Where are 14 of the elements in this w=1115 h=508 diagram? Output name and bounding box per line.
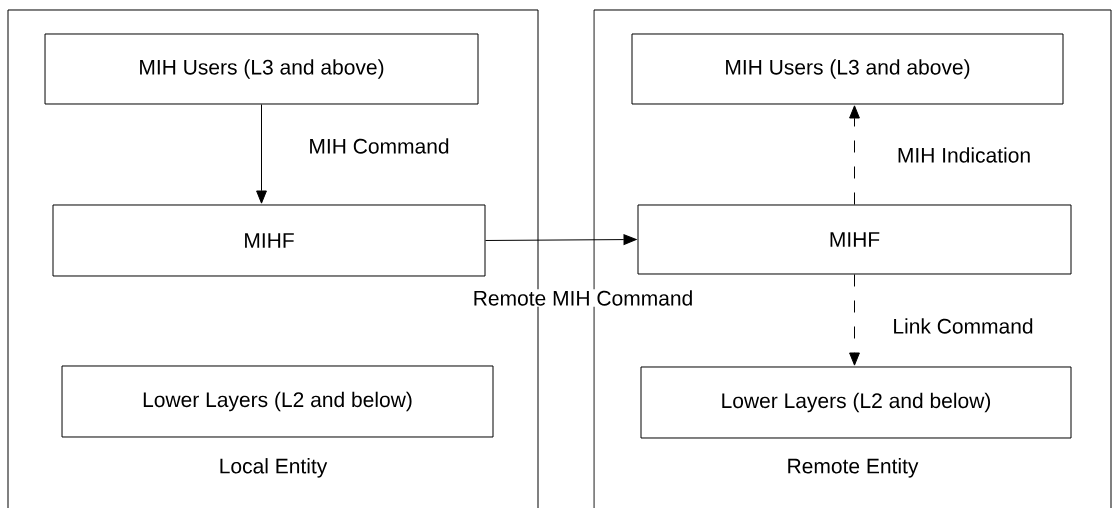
arrow [849,274,860,366]
edge-label: Link Command [891,317,1035,335]
edge-label: MIH Indication [895,146,1033,164]
layer-box: MIHF [637,204,1072,275]
arrow [849,105,860,205]
arrow [485,234,637,245]
layer-box: Lower Layers (L2 and below) [640,366,1072,439]
edge-label: MIH Command [307,137,451,155]
layer-box: MIHF [52,204,486,277]
layer-box: MIH Users (L3 and above) [631,33,1064,105]
layer-box: Lower Layers (L2 and below) [61,365,494,438]
arrow [256,104,267,204]
layer-box: MIH Users (L3 and above) [44,33,479,105]
edge-label: Remote MIH Command [471,289,695,307]
